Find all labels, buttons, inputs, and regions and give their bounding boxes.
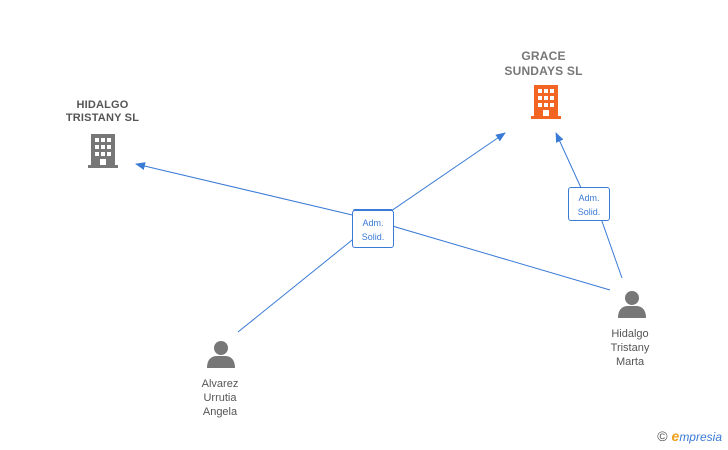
copyright-symbol: © [657,428,668,444]
company-label-grace-sundays-sl[interactable]: GRACE SUNDAYS SL [496,49,591,79]
company-name-line: SUNDAYS SL [504,64,583,78]
edge-angela-to-grace [371,132,506,225]
person-name-line: Angela [202,406,238,418]
person-icon [207,341,235,368]
edge-angela-to-hidalgo-sl [135,162,366,219]
edge-label-line: Adm. [362,218,384,228]
edge-label-adm-solid[interactable]: Adm. Solid. [352,210,394,248]
edge-label-line: Solid. [577,207,601,217]
company-label-hidalgo-tristany-sl[interactable]: HIDALGO TRISTANY SL [55,99,150,125]
building-icon [531,85,561,119]
edge-label-line: Solid. [361,232,385,242]
company-name-line: TRISTANY SL [65,112,140,124]
person-label-hidalgo-tristany-marta[interactable]: Hidalgo Tristany Marta [590,327,670,369]
person-icon [618,291,646,318]
person-label-alvarez-urrutia-angela[interactable]: Alvarez Urrutia Angela [180,377,260,419]
edge-marta-to-grace [555,132,583,191]
edge-marta-line [597,209,623,279]
edge-label-adm-solid[interactable]: Adm. Solid. [568,187,610,221]
person-name-line: Alvarez [201,378,239,390]
brand-name: mpresia [679,430,722,444]
company-name-line: GRACE [521,49,566,63]
building-icon [88,134,118,168]
brand-e-letter: e [671,428,680,444]
edge-label-line: Adm. [578,193,600,203]
edge-angela-line [237,223,373,333]
person-name-line: Hidalgo [611,328,649,340]
person-name-line: Urrutia [203,392,237,404]
company-name-line: HIDALGO [76,99,129,111]
empresia-logo: ©empresia [657,428,722,444]
person-name-line: Tristany [610,342,650,354]
edge-marta-to-hidalgo-sl [364,217,611,291]
person-name-line: Marta [615,356,645,368]
